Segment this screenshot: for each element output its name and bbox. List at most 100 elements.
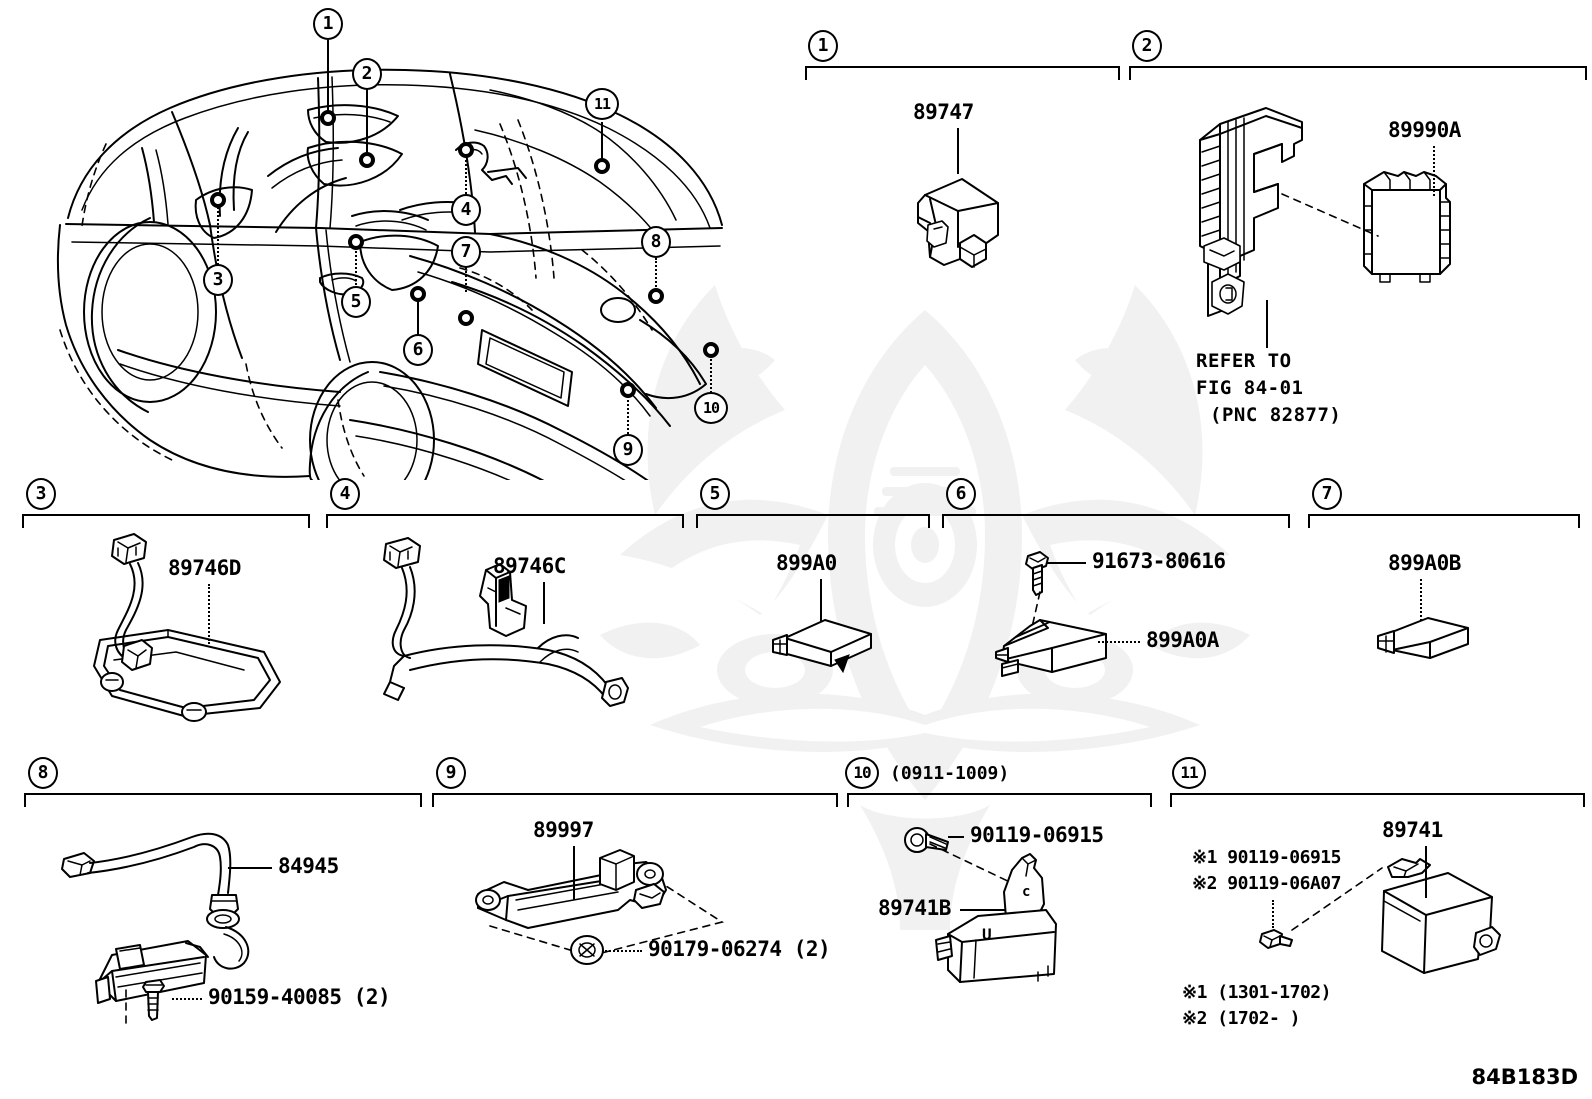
part-leader-899A0A (1098, 641, 1140, 643)
callout-leader-1 (327, 40, 329, 118)
section-index-5[interactable]: 5 (700, 478, 730, 510)
part-drawing-89741B: c U (935, 853, 1057, 983)
part-drawing-89746D (93, 533, 281, 722)
starred-notes: ※1 (1301-1702) ※2 (1702- ) (1182, 980, 1331, 1032)
refer-leader (1266, 300, 1268, 348)
callout-dot-10 (703, 342, 719, 358)
section-bracket-5 (696, 514, 930, 528)
part-label-89746C: 89746C (493, 554, 566, 578)
part-label-90119-06A07: ※2 90119-06A07 (1192, 873, 1341, 894)
section-index-8[interactable]: 8 (28, 757, 58, 789)
callout-dot-4 (458, 142, 474, 158)
section-bracket-8 (24, 793, 422, 807)
callout-leader-5 (355, 244, 357, 292)
callout-3[interactable]: 3 (203, 264, 233, 296)
section-index-2[interactable]: 2 (1132, 30, 1162, 62)
part-leader-89997 (573, 846, 575, 900)
section-index-3[interactable]: 3 (26, 478, 56, 510)
part-label-89741: 89741 (1382, 818, 1443, 842)
callout-10[interactable]: 10 (694, 392, 728, 424)
part-leader-89741B (960, 909, 1006, 911)
callout-6[interactable]: 6 (403, 334, 433, 366)
part-leader-89741 (1425, 846, 1427, 898)
callout-leader-7 (465, 256, 467, 292)
part-label-90119-06915-s10: 90119-06915 (970, 823, 1104, 847)
part-leader-89990A (1433, 146, 1435, 196)
callout-9[interactable]: 9 (613, 434, 643, 466)
part-label-89746D: 89746D (168, 556, 241, 580)
section-bracket-11 (1170, 793, 1585, 807)
callout-5[interactable]: 5 (341, 286, 371, 318)
bolt-leader-91673 (1046, 562, 1086, 564)
callout-1[interactable]: 1 (313, 8, 343, 40)
starred-note-1: ※1 (1301-1702) (1182, 982, 1331, 1003)
callout-dot-3 (210, 192, 226, 208)
section-bracket-7 (1308, 514, 1580, 528)
part-leader-89746C (543, 582, 545, 624)
callout-7[interactable]: 7 (451, 236, 481, 268)
callout-leader-11 (601, 122, 603, 172)
part-label-899A0A: 899A0A (1146, 628, 1219, 652)
callout-dot-8 (648, 288, 664, 304)
refer-line-1: REFER TO (1196, 350, 1292, 372)
part-drawing-89990A (1363, 171, 1451, 283)
section-index-6[interactable]: 6 (946, 478, 976, 510)
part-label-899A0: 899A0 (776, 551, 837, 575)
part-leader-90179 (602, 950, 642, 952)
part-label-89990A: 89990A (1388, 118, 1461, 142)
refer-to-note: REFER TO FIG 84-01 (PNC 82877) (1196, 348, 1341, 429)
section-index-9[interactable]: 9 (436, 757, 466, 789)
part-drawing-84945 (61, 832, 250, 1004)
callout-leader-9 (627, 392, 629, 438)
callout-2[interactable]: 2 (352, 58, 382, 90)
part-label-899A0B: 899A0B (1388, 551, 1461, 575)
section-bracket-2 (1129, 66, 1587, 80)
callout-8[interactable]: 8 (641, 226, 671, 258)
callout-dot-1 (320, 110, 336, 126)
part-leader-starred-bolt (1272, 900, 1274, 928)
callout-dot-5 (348, 234, 364, 250)
figure-code: 84B183D (1471, 1065, 1579, 1089)
section-index-1[interactable]: 1 (808, 30, 838, 62)
part-leader-89747 (957, 128, 959, 174)
callout-11[interactable]: 11 (585, 88, 619, 120)
part-drawing-89747 (917, 178, 999, 268)
part-drawing-fusebox-bracket (1199, 107, 1303, 317)
section-index-7[interactable]: 7 (1312, 478, 1342, 510)
part-drawing-90179-06274 (570, 935, 604, 965)
section-index-11[interactable]: 11 (1172, 757, 1206, 789)
section-index-10[interactable]: 10 (845, 757, 879, 789)
part-label-89747: 89747 (913, 100, 974, 124)
assembly-link-2 (1281, 193, 1379, 237)
part-drawing-899A0B (1377, 617, 1469, 659)
part-drawing-89997 (475, 849, 724, 957)
section-index-4[interactable]: 4 (330, 478, 360, 510)
callout-leader-3 (217, 200, 219, 272)
part-label-91673-80616: 91673-80616 (1092, 549, 1226, 573)
refer-line-2: FIG 84-01 (1196, 377, 1304, 399)
callout-dot-9 (620, 382, 636, 398)
callout-dot-11 (594, 158, 610, 174)
section-bracket-4 (326, 514, 684, 528)
section-bracket-10 (847, 793, 1152, 807)
part-leader-899A0 (820, 579, 822, 621)
assembly-link-11 (1291, 867, 1383, 931)
vehicle-illustration (57, 68, 723, 480)
starred-bolt-labels: ※1 90119-06915 ※2 90119-06A07 (1192, 845, 1341, 897)
section-bracket-1 (805, 66, 1120, 80)
callout-dot-6 (410, 286, 426, 302)
part-label-89741B: 89741B (878, 896, 951, 920)
part-leader-90159 (172, 998, 202, 1000)
starred-note-2: ※2 (1702- ) (1182, 1008, 1300, 1029)
callout-leader-8 (655, 258, 657, 294)
callout-leader-10 (710, 352, 712, 396)
part-leader-89746D (208, 584, 210, 644)
section-daterange-10: (0911-1009) (890, 763, 1010, 784)
callout-leader-4 (465, 152, 467, 202)
assembly-link-8 (125, 989, 127, 1027)
part-drawing-89746C (383, 537, 629, 707)
callout-4[interactable]: 4 (451, 194, 481, 226)
section-bracket-3 (22, 514, 310, 528)
section-bracket-6 (942, 514, 1290, 528)
